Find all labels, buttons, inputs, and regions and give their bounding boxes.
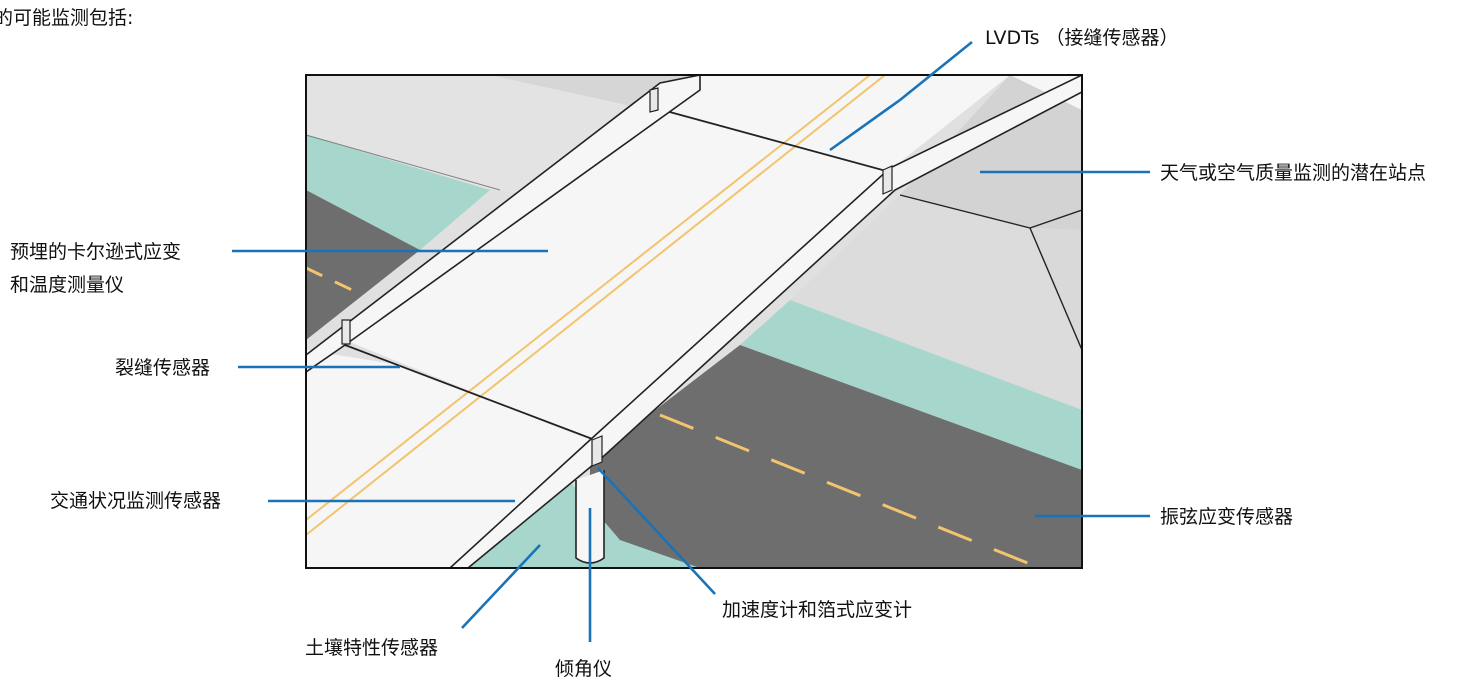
- road-lower-right: [590, 345, 1082, 568]
- label-embedded-gauge-line2: 和温度测量仪: [10, 274, 124, 296]
- lane-line-2: [306, 75, 886, 536]
- leader-soil: [461, 544, 541, 629]
- label-soil-sensor: 土壤特性传感器: [305, 637, 438, 659]
- teal-strip-right: [740, 300, 1082, 470]
- joint-upper: [654, 107, 891, 173]
- joint-lower: [344, 344, 596, 441]
- right-ground: [790, 195, 1082, 410]
- parapet-right-post-1: [591, 435, 603, 467]
- illustration-frame: [305, 74, 1083, 569]
- lane-line-1: [306, 75, 871, 521]
- label-crack-sensor: 裂缝传感器: [115, 357, 210, 379]
- dashed-line-upper: [306, 266, 353, 292]
- label-traffic-sensor: 交通状况监测传感器: [50, 490, 221, 512]
- block-edge-3: [1029, 227, 1082, 351]
- label-accelerometer: 加速度计和箔式应变计: [722, 599, 912, 621]
- block-edge-1: [899, 194, 1031, 229]
- leader-accelerometer: [597, 467, 716, 595]
- label-inclinometer: 倾角仪: [555, 658, 612, 680]
- approach-slab-left: [306, 350, 590, 568]
- header-text: 的可能监测包括:: [0, 7, 133, 29]
- bridge-illustration: [306, 75, 1082, 568]
- label-weather-station: 天气或空气质量监测的潜在站点: [1160, 162, 1426, 184]
- parapet-right: [448, 75, 1082, 568]
- road-upper-left: [306, 190, 420, 340]
- parapet-left-post-1: [341, 319, 351, 345]
- label-lvdt: LVDTs （接缝传感器）: [985, 27, 1179, 49]
- label-vibrating-wire: 振弦应变传感器: [1160, 506, 1293, 528]
- dashed-line-lower: [659, 413, 1036, 568]
- parapet-left-post-2: [649, 87, 659, 113]
- block-edge-2: [1029, 209, 1082, 229]
- label-embedded-gauge-line1: 预埋的卡尔逊式应变: [10, 241, 181, 263]
- teal-strip-upper-left: [306, 135, 490, 250]
- ground-edge-upper: [306, 134, 501, 191]
- parapet-right-post-2: [882, 165, 893, 195]
- leader-lvdt: [829, 40, 973, 152]
